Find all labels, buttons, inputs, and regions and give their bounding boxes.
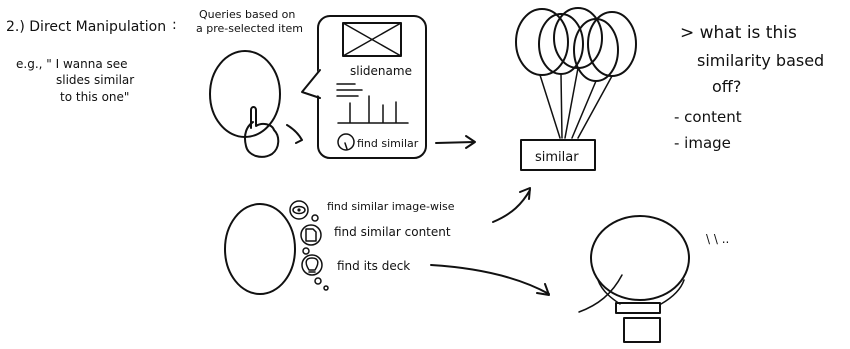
queries-line-2: a pre-selected item	[196, 22, 303, 35]
queries-line-1: Queries based on	[199, 8, 295, 21]
section-title: 2.) Direct Manipulation	[6, 19, 166, 35]
example-line-2: slides similar	[56, 73, 134, 87]
question-line-2: similarity based	[697, 51, 824, 70]
find-similar-button[interactable]: find similar	[338, 134, 419, 150]
user-head-circle	[210, 51, 280, 137]
slide-name-label: slidename	[350, 64, 412, 78]
balloon-bunch	[516, 8, 636, 138]
menu-item-deck[interactable]: find its deck	[302, 255, 410, 290]
question-line-1: > what is this	[680, 23, 797, 43]
header-colon: :	[172, 17, 177, 33]
single-balloon	[579, 216, 689, 342]
example-line-3: to this one"	[60, 90, 129, 104]
arrow-to-balloons	[436, 136, 475, 148]
menu-item-content[interactable]: find similar content	[301, 225, 451, 254]
option-image: - image	[674, 134, 731, 152]
user-head-circle-2	[225, 204, 295, 294]
menu-label-content: find similar content	[334, 225, 451, 239]
find-similar-label: find similar	[357, 137, 419, 150]
arrow-menu-to-balloons	[493, 188, 530, 222]
question-line-3: off?	[712, 77, 741, 96]
option-content: - content	[674, 108, 742, 126]
menu-label-deck: find its deck	[337, 259, 410, 273]
slide-mini-chart	[338, 96, 408, 123]
menu-item-image-wise[interactable]: find similar image-wise	[290, 200, 455, 221]
slide-text-lines	[337, 84, 362, 96]
menu-label-image-wise: find similar image-wise	[327, 200, 455, 213]
document-icon	[301, 225, 321, 245]
arrow-menu-to-balloon	[431, 265, 549, 295]
basket-label: similar	[535, 150, 579, 165]
example-line-1: e.g., " I wanna see	[16, 57, 128, 71]
motion-marks: \ \ ..	[706, 232, 729, 246]
arrow-to-card	[287, 125, 302, 143]
